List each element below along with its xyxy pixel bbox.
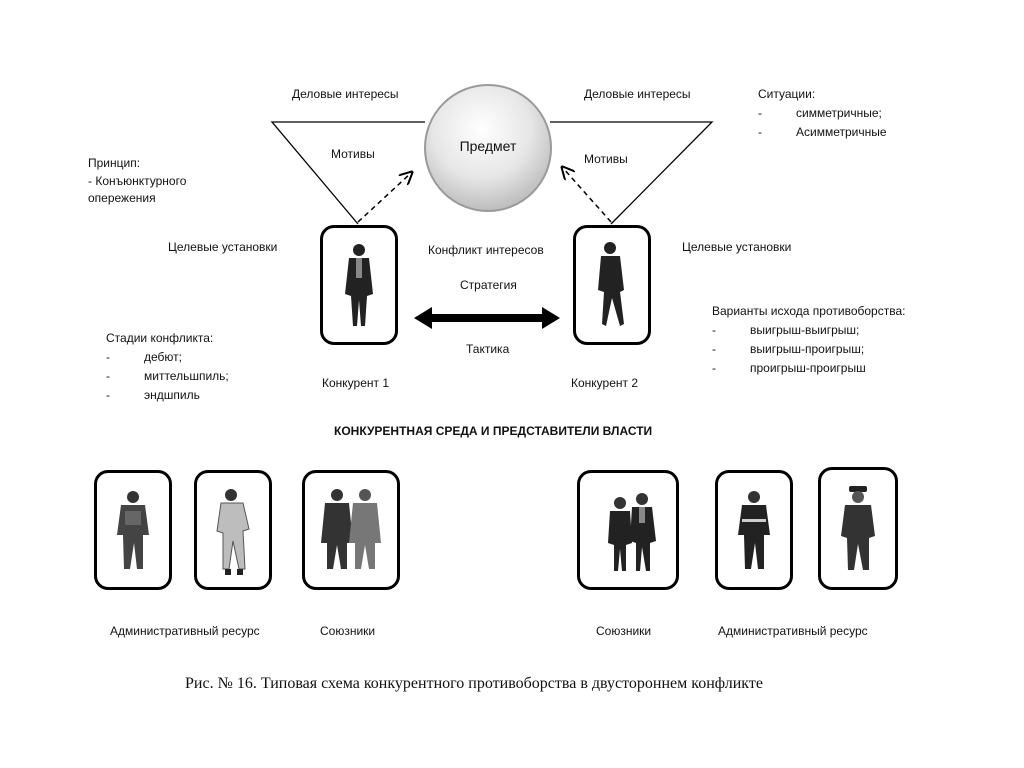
conflict-label: Конфликт интересов <box>428 243 544 257</box>
outcomes-item: -проигрыш-проигрыш <box>712 361 866 375</box>
business-couple-figure-icon <box>608 493 656 571</box>
uniformed-officer-figure-icon <box>841 486 875 570</box>
left-dashed-arrow <box>357 173 411 223</box>
allies-left-frame <box>302 470 400 590</box>
stages-item: -дебют; <box>106 350 182 364</box>
left-targets-label: Целевые установки <box>168 240 278 254</box>
principle-title: Принцип: <box>88 156 141 170</box>
stages-item: -эндшпиль <box>106 388 200 402</box>
tactics-label: Тактика <box>466 342 510 356</box>
competitor-1-frame <box>320 225 398 345</box>
right-dashed-arrow <box>563 168 612 223</box>
situations-item: -Асимметричные <box>758 125 887 139</box>
stages-item: -миттельшпиль; <box>106 369 229 383</box>
right-motives-label: Мотивы <box>584 152 628 166</box>
stages-title: Стадии конфликта: <box>106 331 214 345</box>
right-targets-label: Целевые установки <box>682 240 792 254</box>
police-officer-figure-icon <box>738 491 770 569</box>
businessman-figure-icon <box>345 244 373 326</box>
left-motives-label: Мотивы <box>331 147 375 161</box>
admin-left-label: Административный ресурс <box>110 624 260 638</box>
principle-line: опережения <box>88 191 156 205</box>
admin-right-label: Административный ресурс <box>718 624 868 638</box>
admin-right-frame-1 <box>715 470 793 590</box>
situations-item: -симметричные; <box>758 106 882 120</box>
environment-title: КОНКУРЕНТНАЯ СРЕДА И ПРЕДСТАВИТЕЛИ ВЛАСТ… <box>334 424 653 438</box>
allies-right-frame <box>577 470 679 590</box>
figure-caption: Рис. № 16. Типовая схема конкурентного п… <box>185 675 763 692</box>
outcomes-item: -выигрыш-выигрыш; <box>712 323 860 337</box>
soldier-figure-icon <box>117 491 149 569</box>
allies-left-label: Союзники <box>320 624 376 638</box>
competitor-2-label: Конкурент 2 <box>571 376 639 390</box>
subject-circle <box>424 84 552 212</box>
left-triangle <box>270 121 425 225</box>
principle-line: - Конъюнктурного <box>88 174 187 188</box>
double-arrow <box>414 307 560 329</box>
left-interests-label: Деловые интересы <box>292 87 399 101</box>
guard-figure-icon <box>216 489 250 575</box>
outcomes-title: Варианты исхода противоборства: <box>712 304 906 318</box>
admin-left-frame-2 <box>194 470 272 590</box>
couple-figure-icon <box>321 489 381 569</box>
businessman-figure-icon <box>598 242 624 326</box>
subject-label: Предмет <box>459 138 517 154</box>
allies-right-label: Союзники <box>596 624 652 638</box>
competitor-1-label: Конкурент 1 <box>322 376 390 390</box>
right-interests-label: Деловые интересы <box>584 87 691 101</box>
admin-left-frame-1 <box>94 470 172 590</box>
outcomes-item: -выигрыш-проигрыш; <box>712 342 865 356</box>
right-triangle <box>550 121 714 225</box>
strategy-label: Стратегия <box>460 278 517 292</box>
admin-right-frame-2 <box>818 467 898 590</box>
situations-title: Ситуации: <box>758 87 816 101</box>
competitor-2-frame <box>573 225 651 345</box>
